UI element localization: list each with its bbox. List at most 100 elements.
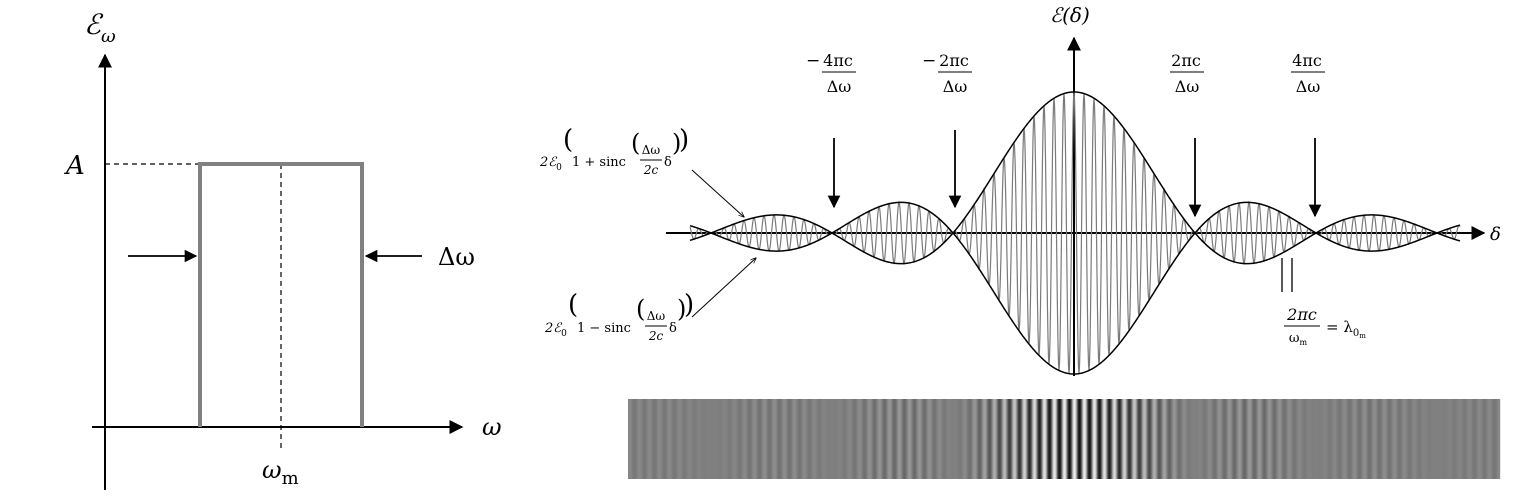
fringe-bar-stripe xyxy=(897,399,899,479)
center-frequency-label: ωm xyxy=(262,456,299,489)
fringe-bar-stripe xyxy=(1388,399,1390,479)
fringe-bar-stripe xyxy=(858,399,860,479)
fringe-bar-stripe xyxy=(1383,399,1385,479)
fringe-bar-stripe xyxy=(1244,399,1246,479)
fringe-bar-stripe xyxy=(1321,399,1323,479)
fringe-bar-stripe xyxy=(1280,399,1282,479)
fringe-bar-stripe xyxy=(686,399,688,479)
fringe-bar-stripe xyxy=(1303,399,1305,479)
fringe-bar-stripe xyxy=(1006,399,1008,479)
fringe-bar-stripe xyxy=(980,399,982,479)
fringe-bar-stripe xyxy=(847,399,849,479)
fringe-bar-stripe xyxy=(1459,399,1461,479)
fringe-bar-stripe xyxy=(1353,399,1355,479)
fringe-bar-stripe xyxy=(882,399,884,479)
fringe-bar-stripe xyxy=(909,399,911,479)
fringe-bar-stripe xyxy=(1324,399,1326,479)
fringe-bar-stripe xyxy=(1117,399,1119,479)
fringe-bar-stripe xyxy=(1093,399,1095,479)
fringe-bar-stripe xyxy=(957,399,959,479)
fringe-bar-stripe xyxy=(1379,399,1381,479)
fringe-bar-stripe xyxy=(1070,399,1072,479)
fringe-bar-stripe xyxy=(1178,399,1180,479)
fringe-bar-stripe xyxy=(782,399,784,479)
fringe-bar-stripe xyxy=(1407,399,1409,479)
fringe-bar-stripe xyxy=(1358,399,1360,479)
fringe-bar-stripe xyxy=(1232,399,1234,479)
fringe-bar-stripe xyxy=(1157,399,1159,479)
fringe-bar-stripe xyxy=(1018,399,1020,479)
zero-marker-2: − 2πc Δω xyxy=(922,51,972,209)
fringe-bar-stripe xyxy=(1211,399,1213,479)
fringe-bar-stripe xyxy=(1075,399,1077,479)
fringe-bar-stripe xyxy=(698,399,700,479)
fringe-bar-stripe xyxy=(1399,399,1401,479)
fringe-bar-stripe xyxy=(764,399,766,479)
fringe-bar-stripe xyxy=(1112,399,1114,479)
fringe-bar-stripe xyxy=(1019,399,1021,479)
fringe-bar-stripe xyxy=(794,399,796,479)
fringe-bar-stripe xyxy=(1283,399,1285,479)
fringe-bar-stripe xyxy=(970,399,972,479)
fringe-bar-stripe xyxy=(666,399,668,479)
fringe-bar-stripe xyxy=(1181,399,1183,479)
fringe-bar-stripe xyxy=(839,399,841,479)
fringe-bar-stripe xyxy=(1473,399,1475,479)
fringe-bar-stripe xyxy=(1451,399,1453,479)
fringe-bar-stripe xyxy=(952,399,954,479)
fringe-bar-stripe xyxy=(753,399,755,479)
fringe-bar-stripe xyxy=(1141,399,1143,479)
fringe-bar-stripe xyxy=(733,399,735,479)
fringe-bar-stripe xyxy=(1212,399,1214,479)
fringe-bar-stripe xyxy=(841,399,843,479)
fringe-bar-stripe xyxy=(1447,399,1449,479)
fringe-bar-stripe xyxy=(1132,399,1134,479)
fringe-bar-stripe xyxy=(1089,399,1091,479)
fringe-bar-stripe xyxy=(1057,399,1059,479)
fringe-bar-stripe xyxy=(693,399,695,479)
fringe-bar-stripe xyxy=(990,399,992,479)
fringe-bar-stripe xyxy=(696,399,698,479)
fringe-bar-stripe xyxy=(681,399,683,479)
fringe-bar-stripe xyxy=(902,399,904,479)
fringe-bar-stripe xyxy=(763,399,765,479)
fringe-bar-stripe xyxy=(1376,399,1378,479)
fringe-bar-stripe xyxy=(844,399,846,479)
fringe-bar-stripe xyxy=(1078,399,1080,479)
fringe-bar-stripe xyxy=(1457,399,1459,479)
fringe-bar-stripe xyxy=(1030,399,1032,479)
fringe-bar-stripe xyxy=(1242,399,1244,479)
fringe-bar-stripe xyxy=(630,399,632,479)
fringe-bar-stripe xyxy=(705,399,707,479)
fringe-bar-stripe xyxy=(1142,399,1144,479)
fringe-bar-stripe xyxy=(1397,399,1399,479)
fringe-bar-stripe xyxy=(1422,399,1424,479)
fringe-bar-stripe xyxy=(774,399,776,479)
fringe-bar-stripe xyxy=(1491,399,1493,479)
fringe-bar-stripe xyxy=(944,399,946,479)
fringe-bar-stripe xyxy=(1333,399,1335,479)
fringe-bar-stripe xyxy=(1135,399,1137,479)
fringe-bar-stripe xyxy=(797,399,799,479)
fringe-bar-stripe xyxy=(1373,399,1375,479)
fringe-bar-stripe xyxy=(866,399,868,479)
fringe-bar-stripe xyxy=(1125,399,1127,479)
fringe-bar-stripe xyxy=(1418,399,1420,479)
fringe-bar-stripe xyxy=(1008,399,1010,479)
fringe-period-annotation: 2πc ωm = λ0m xyxy=(1281,258,1366,347)
fringe-bar-stripe xyxy=(1485,399,1487,479)
fringe-bar-stripe xyxy=(1136,399,1138,479)
fringe-bar-stripe xyxy=(807,399,809,479)
fringe-bar-stripe xyxy=(883,399,885,479)
fringe-bar-stripe xyxy=(1453,399,1455,479)
fringe-bar-stripe xyxy=(1256,399,1258,479)
fringe-bar-stripe xyxy=(1215,399,1217,479)
fringe-bar-stripe xyxy=(881,399,883,479)
fringe-bar-stripe xyxy=(1356,399,1358,479)
fringe-bar-stripe xyxy=(848,399,850,479)
fringe-bar-stripe xyxy=(1039,399,1041,479)
fringe-bar-stripe xyxy=(1437,399,1439,479)
fringe-bar-stripe xyxy=(1223,399,1225,479)
fringe-bar-stripe xyxy=(891,399,893,479)
fringe-bar-stripe xyxy=(1276,399,1278,479)
